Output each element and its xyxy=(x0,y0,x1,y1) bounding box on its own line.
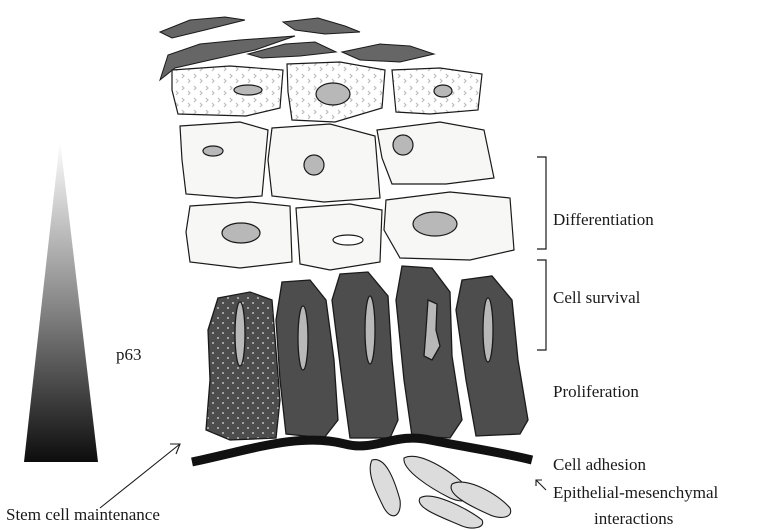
basement-membrane xyxy=(192,438,532,462)
emt-arrow xyxy=(536,480,546,490)
nucleus xyxy=(234,85,262,95)
label-cell-adhesion: Cell adhesion xyxy=(553,456,646,473)
nucleus xyxy=(483,298,493,362)
flat-cell xyxy=(283,18,360,34)
basal-cell xyxy=(332,272,398,438)
label-emt-line2: interactions xyxy=(594,510,673,527)
nucleus xyxy=(203,146,223,156)
nucleus xyxy=(333,235,363,245)
label-cell-survival: Cell survival xyxy=(553,289,640,306)
label-emt-line1: Epithelial-mesenchymal xyxy=(553,484,718,501)
fibroblast xyxy=(370,460,400,516)
nucleus xyxy=(222,223,260,243)
label-stem-cell-maintenance: Stem cell maintenance xyxy=(6,506,160,523)
flat-cell xyxy=(160,17,245,38)
nucleus xyxy=(235,302,245,366)
nucleus xyxy=(413,212,457,236)
mesenchymal-cells xyxy=(370,456,511,528)
p63-gradient-triangle xyxy=(24,140,98,462)
label-differentiation: Differentiation xyxy=(553,211,654,228)
nucleus xyxy=(393,135,413,155)
differentiation-bracket xyxy=(537,157,546,249)
spinous-cell xyxy=(377,122,494,184)
nucleus xyxy=(365,296,375,364)
nucleus xyxy=(434,85,452,97)
flat-cell xyxy=(342,44,434,62)
stem-cell-arrow xyxy=(100,444,180,508)
spinous-cell xyxy=(180,122,268,198)
cell-survival-bracket xyxy=(537,260,546,350)
label-p63: p63 xyxy=(116,346,142,363)
basal-layer xyxy=(206,266,528,440)
nucleus xyxy=(304,155,324,175)
spinous-layer-lower xyxy=(186,192,514,270)
granular-layer xyxy=(172,62,482,122)
spinous-layer-upper xyxy=(180,122,494,202)
nucleus xyxy=(298,306,308,370)
label-proliferation: Proliferation xyxy=(553,383,639,400)
nucleus xyxy=(316,83,350,105)
basal-cell xyxy=(456,276,528,436)
granular-cell xyxy=(172,66,283,116)
